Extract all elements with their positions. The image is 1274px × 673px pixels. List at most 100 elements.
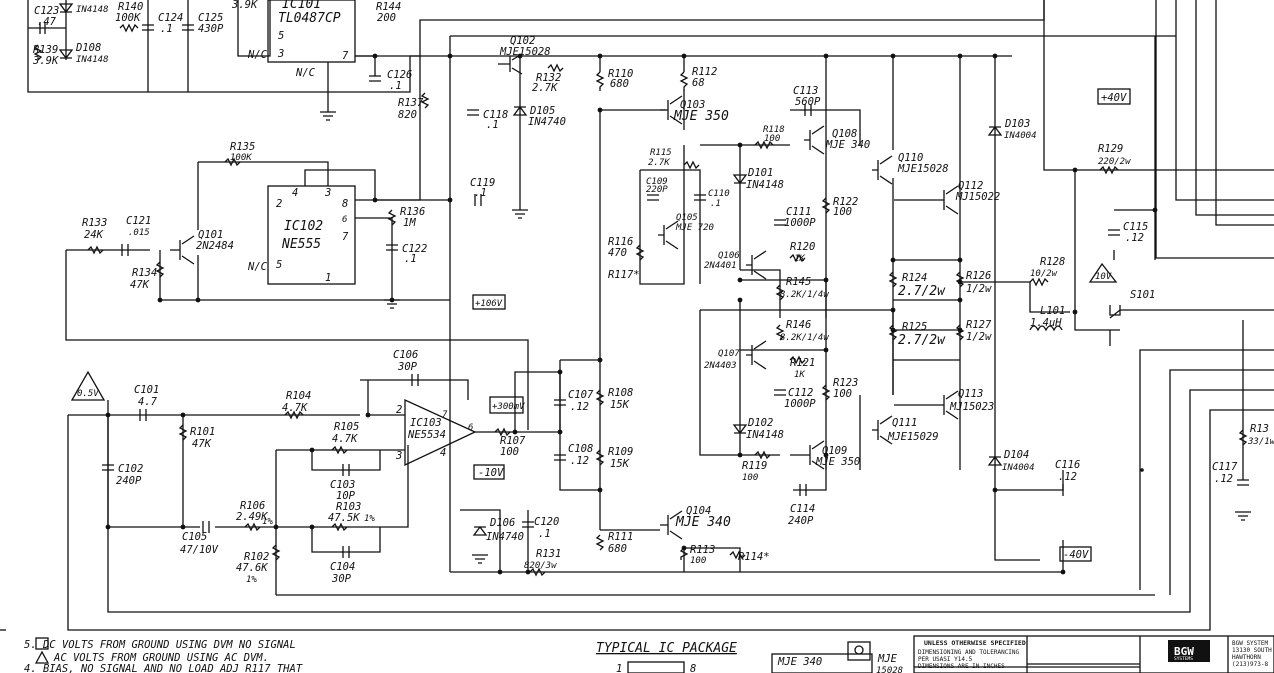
label-r114: R114* <box>738 551 770 563</box>
label-r133v: 24K <box>84 229 104 241</box>
label-c104: C104 <box>330 561 355 573</box>
label-r13x: R13 <box>1250 423 1269 435</box>
label-r124v: 2.7/2w <box>898 284 946 299</box>
label-c122v: .1 <box>404 253 417 265</box>
label-r125: R125 <box>902 321 927 333</box>
label-r136v: 1M <box>403 217 416 229</box>
label-r122: R122 <box>833 196 858 208</box>
label-r121: R121 <box>790 357 815 369</box>
label-q103v: MJE 350 <box>673 109 729 124</box>
label-r105v: 4.7K <box>332 433 358 445</box>
resistor-symbols <box>33 23 1248 577</box>
label-opamp-pin6: 6 <box>468 423 473 433</box>
tb-dim1: DIMENSIONING AND TOLERANCING <box>918 649 1020 656</box>
label-r139: R139 <box>33 44 58 56</box>
label-d101: D101 <box>747 167 773 179</box>
note-5b: AC VOLTS FROM GROUND USING AC DVM. <box>53 652 269 664</box>
label-c107: C107 <box>568 389 594 401</box>
label-ic102-pin2: 2 <box>276 198 282 210</box>
to126-package <box>771 653 873 673</box>
label-q106v: 2N4401 <box>704 261 737 271</box>
label-nc2: N/C <box>295 67 316 79</box>
label-d-top: IN4148 <box>76 5 109 15</box>
label-c123v: .47 <box>37 16 57 28</box>
label-r108: R108 <box>608 387 633 399</box>
label-q108v: MJE 340 <box>825 139 870 151</box>
label-r112: R112 <box>692 66 717 78</box>
label-q113: Q113 <box>958 388 983 400</box>
label-c104v: 30P <box>331 573 352 585</box>
package-mje340: MJE 340 <box>777 656 822 668</box>
ic-package-outline <box>627 661 685 673</box>
note-5: 5. DC VOLTS FROM GROUND USING DVM NO SIG… <box>24 639 296 651</box>
label-tri10v: 10V <box>1095 272 1112 282</box>
label-minus10: -10V <box>478 467 504 479</box>
label-tri05: 0.5V <box>77 389 99 399</box>
label-r119v: 100 <box>742 473 758 483</box>
label-c106: C106 <box>393 349 418 361</box>
label-r129: R129 <box>1098 143 1123 155</box>
label-ic102-pin5: 5 <box>276 259 282 271</box>
tb-addr2: 13130 SOUTH <box>1232 647 1272 654</box>
label-r110v: 680 <box>610 78 629 90</box>
label-c112v: 1000P <box>784 398 816 410</box>
label-c111: C111 <box>786 206 811 218</box>
label-c101v: 4.7 <box>138 396 158 408</box>
voltage-box-plus106 <box>472 294 506 310</box>
label-q108: Q108 <box>832 128 857 140</box>
label-d108v: IN4148 <box>76 55 109 65</box>
label-r106: R106 <box>240 500 265 512</box>
package-pin8: 8 <box>690 663 696 673</box>
label-d105v: IN4740 <box>528 116 566 128</box>
label-c103: C103 <box>330 479 355 491</box>
label-d108: D108 <box>75 42 101 54</box>
to126-tab <box>847 641 871 661</box>
label-c123: C123 <box>34 5 59 17</box>
tb-logo: BGW <box>1174 645 1194 658</box>
label-c116: C116 <box>1055 459 1080 471</box>
label-c108: C108 <box>568 443 593 455</box>
label-r128v: 10/2w <box>1030 269 1058 279</box>
label-c117: C117 <box>1212 461 1238 473</box>
label-r111v: 680 <box>608 543 627 555</box>
label-c119: C119 <box>470 177 495 189</box>
label-c124v: .1 <box>160 23 173 35</box>
label-r108v: 15K <box>610 399 630 411</box>
label-q101: Q101 <box>198 229 223 241</box>
label-r-top: 3.9K <box>231 0 258 11</box>
label-r122v: 100 <box>833 206 852 218</box>
label-ic101v: TL0487CP <box>278 11 341 26</box>
component-labels: C123 .47 IN4148 R140 100K C124 .1 C125 4… <box>32 0 1274 585</box>
label-r117: R117* <box>608 269 640 281</box>
label-r146v: 8.2K/1/4w <box>780 333 829 343</box>
tb-dim3: DIMENSIONS ARE IN INCHES <box>918 663 1005 670</box>
label-q104: Q104 <box>686 505 711 517</box>
title-block <box>913 635 1274 673</box>
label-c112: C112 <box>788 387 813 399</box>
label-c125v: 430P <box>198 23 224 35</box>
label-c119v: .1 <box>474 187 487 199</box>
notes: 5. DC VOLTS FROM GROUND USING DVM NO SIG… <box>24 639 903 673</box>
ac-volts-triangle-05 <box>70 370 106 401</box>
label-r13xv: 33/1w <box>1247 437 1274 447</box>
package-mje15028: 15028 <box>876 666 903 673</box>
label-pin7: 7 <box>342 50 349 62</box>
label-r123v: 100 <box>833 388 852 400</box>
label-d103v: IN4004 <box>1004 131 1037 141</box>
label-q103: Q103 <box>680 99 705 111</box>
label-q109v: MJE 350 <box>815 456 860 468</box>
label-opamp-pin3: 3 <box>395 450 402 462</box>
label-r136: R136 <box>400 206 425 218</box>
note-4: 4. BIAS, NO SIGNAL AND NO LOAD ADJ R117 … <box>24 663 303 673</box>
label-plus300: +300mV <box>492 402 525 412</box>
label-r140v: 100K <box>115 12 141 24</box>
label-c126v: .1 <box>389 80 402 92</box>
tb-addr3: HAWTHORN <box>1232 654 1261 661</box>
label-r124: R124 <box>902 272 927 284</box>
label-d105: D105 <box>529 105 555 117</box>
label-r115v: 2.7K <box>648 158 670 168</box>
label-q111: Q111 <box>892 417 917 429</box>
label-r109v: 15K <box>610 458 630 470</box>
label-q111v: MJE15029 <box>887 431 939 443</box>
label-r120: R120 <box>790 241 815 253</box>
